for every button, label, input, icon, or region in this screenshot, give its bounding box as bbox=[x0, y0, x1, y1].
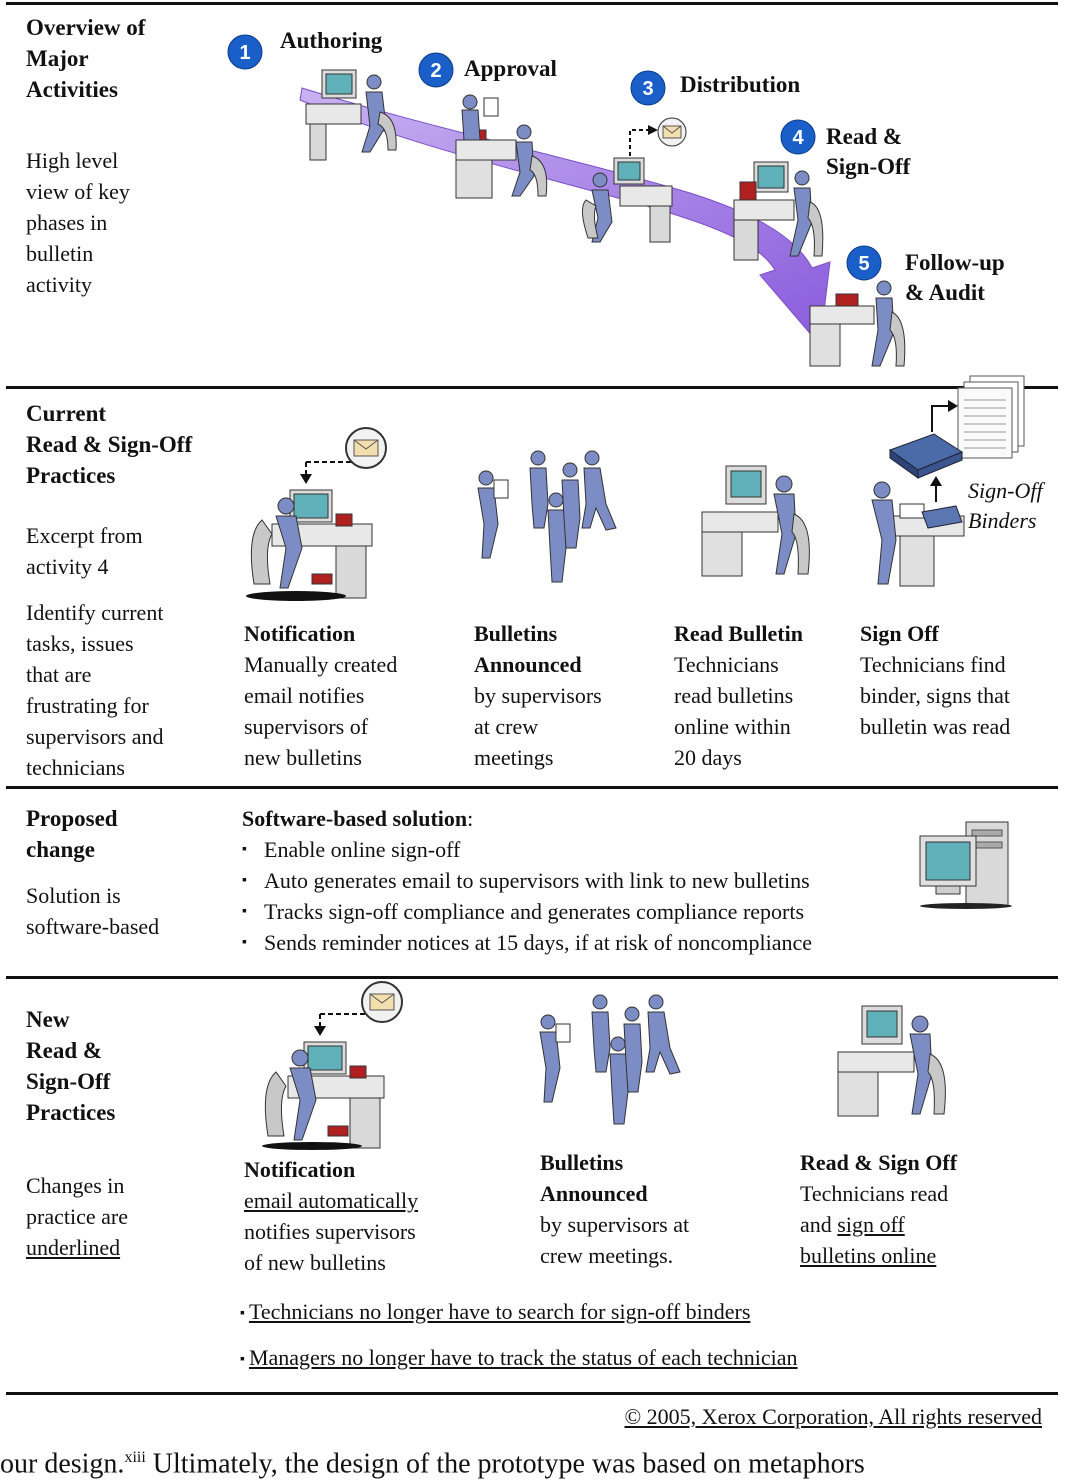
new-read-sign-off-column: Read & Sign Off Technicians read and sig… bbox=[800, 1150, 958, 1268]
step-label-distribution: Distribution bbox=[680, 72, 801, 97]
sign-off-binders-label: Sign-Off Binders bbox=[968, 478, 1043, 533]
section-divider bbox=[6, 386, 1058, 389]
crew-meeting-illustration bbox=[477, 450, 617, 583]
body-text-continuation: our design.xiii Ultimately, the design o… bbox=[0, 1448, 865, 1480]
section-divider bbox=[6, 1392, 1058, 1395]
step-number: 1 bbox=[239, 42, 250, 64]
step-number: 3 bbox=[642, 78, 653, 100]
copyright-notice: © 2005, Xerox Corporation, All rights re… bbox=[624, 1404, 1042, 1429]
new-note-1: ▪Technicians no longer have to search fo… bbox=[240, 1299, 751, 1324]
step-number: 2 bbox=[430, 60, 441, 82]
new-crew-meeting-illustration bbox=[539, 994, 681, 1125]
computer-icon bbox=[919, 821, 1012, 909]
step-label-authoring: Authoring bbox=[280, 28, 383, 53]
step-badge-3: 3 bbox=[630, 70, 666, 106]
workstation-illustration-distribution bbox=[582, 117, 687, 243]
current-read-bulletin-column: Read Bulletin Technicians read bulletins… bbox=[674, 621, 803, 770]
current-title: Current Read & Sign-Off Practices bbox=[26, 401, 193, 488]
step-badge-2: 2 bbox=[418, 52, 454, 88]
step-label-read-sign-off: Read & Sign-Off bbox=[826, 124, 911, 179]
step-label-approval: Approval bbox=[464, 56, 557, 81]
top-rule bbox=[6, 2, 1058, 5]
new-notification-illustration bbox=[262, 981, 403, 1150]
new-title: New Read & Sign-Off Practices bbox=[26, 1007, 116, 1125]
solution-heading: Software-based solution: bbox=[242, 806, 474, 831]
sign-off-binders-illustration bbox=[871, 375, 1025, 587]
overview-description: High level view of key phases in bulleti… bbox=[26, 148, 130, 297]
step-number: 5 bbox=[858, 253, 869, 275]
workstation-illustration-read-sign-off bbox=[733, 161, 824, 261]
current-notification-column: Notification Manually created email noti… bbox=[244, 621, 398, 770]
new-description: Changes in practice are underlined bbox=[26, 1173, 128, 1260]
new-note-2: ▪Managers no longer have to track the st… bbox=[240, 1345, 798, 1370]
workstation-illustration-follow-up bbox=[809, 280, 906, 367]
new-notification-column: Notification email automatically notifie… bbox=[244, 1157, 419, 1275]
solution-bullet-list: Enable online sign-off Auto generates em… bbox=[242, 834, 812, 958]
solution-bullet: Enable online sign-off bbox=[242, 834, 812, 865]
step-badge-1: 1 bbox=[227, 34, 263, 70]
notification-illustration bbox=[246, 427, 387, 601]
step-number: 4 bbox=[792, 127, 804, 149]
current-sign-off-column: Sign Off Technicians find binder, signs … bbox=[860, 621, 1011, 739]
section-divider bbox=[6, 976, 1058, 979]
new-read-sign-off-illustration bbox=[837, 1005, 946, 1117]
proposed-description: Solution is software-based bbox=[26, 883, 160, 939]
solution-bullet: Tracks sign-off compliance and generates… bbox=[242, 896, 812, 927]
section-divider bbox=[6, 786, 1058, 789]
read-bulletin-illustration bbox=[701, 465, 810, 577]
step-badge-5: 5 bbox=[846, 245, 882, 281]
overview-title: Overview of Major Activities bbox=[26, 15, 146, 102]
solution-bullet: Sends reminder notices at 15 days, if at… bbox=[242, 927, 812, 958]
solution-bullet: Auto generates email to supervisors with… bbox=[242, 865, 812, 896]
step-label-follow-up-audit: Follow-up & Audit bbox=[905, 250, 1005, 305]
step-badge-4: 4 bbox=[780, 119, 816, 155]
workstation-illustration-approval bbox=[455, 94, 548, 199]
current-description: Excerpt from activity 4 Identify current… bbox=[26, 523, 164, 780]
current-bulletins-announced-column: Bulletins Announced by supervisors at cr… bbox=[474, 621, 602, 770]
workstation-illustration-authoring bbox=[305, 69, 397, 161]
proposed-title: Proposed change bbox=[26, 806, 118, 862]
new-bulletins-announced-column: Bulletins Announced by supervisors at cr… bbox=[540, 1150, 690, 1268]
